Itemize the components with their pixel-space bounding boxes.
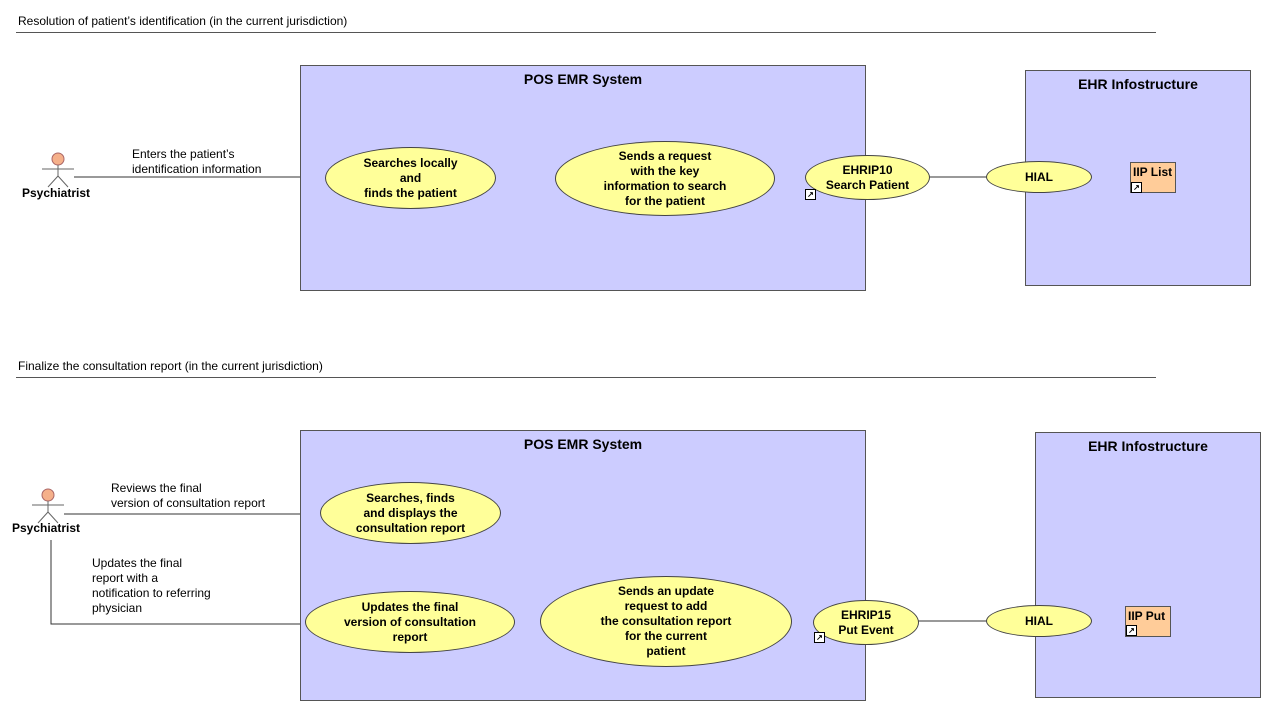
system-title: EHR Infostructure [1078, 76, 1198, 92]
edge-label: Reviews the final version of consultatio… [111, 481, 266, 510]
ehr-infostructure-boundary: EHR Infostructure [1035, 432, 1261, 698]
usecase-hial: HIAL [986, 605, 1092, 637]
actor-label: Psychiatrist [21, 186, 91, 200]
section-divider [16, 377, 1156, 378]
system-title: POS EMR System [523, 436, 643, 452]
link-icon: ↗ [814, 632, 825, 643]
artifact-iip-list: IIP List [1130, 162, 1176, 193]
actor-icon [32, 488, 64, 524]
usecase-update-report: Updates the final version of consultatio… [305, 591, 515, 653]
link-icon: ↗ [805, 189, 816, 200]
section-title: Finalize the consultation report (in the… [18, 359, 323, 373]
section-title: Resolution of patient’s identification (… [18, 14, 348, 28]
section-divider [16, 32, 1156, 33]
actor-icon [42, 152, 74, 188]
system-title: POS EMR System [523, 71, 643, 87]
usecase-send-request: Sends a request with the key information… [555, 141, 775, 216]
edge-label: Updates the final report with a notifica… [92, 556, 211, 615]
usecase-hial: HIAL [986, 161, 1092, 193]
usecase-send-update: Sends an update request to add the consu… [540, 576, 792, 667]
usecase-search-display-report: Searches, finds and displays the consult… [320, 482, 501, 544]
link-icon: ↗ [1126, 625, 1137, 636]
system-title: EHR Infostructure [1088, 438, 1208, 454]
pos-emr-system-boundary: POS EMR System [300, 430, 866, 701]
usecase-search-locally: Searches locally and finds the patient [325, 147, 496, 209]
usecase-ehrip15: EHRIP15 Put Event [813, 600, 919, 645]
link-icon: ↗ [1131, 182, 1142, 193]
actor-label: Psychiatrist [11, 521, 81, 535]
edge-label: Enters the patient’s identification info… [132, 147, 262, 176]
usecase-ehrip10: EHRIP10 Search Patient [805, 155, 930, 200]
